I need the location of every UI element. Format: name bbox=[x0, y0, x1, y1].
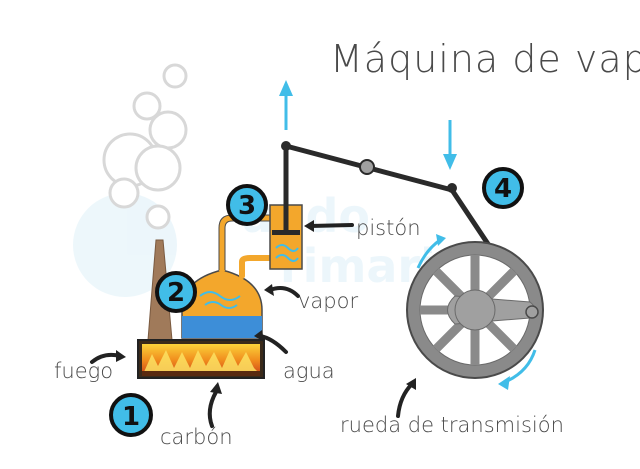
up-arrow-icon bbox=[279, 80, 293, 130]
svg-text:3: 3 bbox=[238, 191, 256, 221]
label-rueda: rueda de transmisión bbox=[340, 413, 564, 437]
pivot-joint-left bbox=[281, 141, 291, 151]
svg-text:4: 4 bbox=[494, 174, 512, 204]
label-piston: pistón bbox=[356, 216, 421, 240]
firebox bbox=[137, 339, 265, 379]
down-arrow-icon bbox=[443, 120, 457, 170]
diagram-title: Máquina de vapor bbox=[330, 37, 640, 81]
step-badge-2: 2 bbox=[155, 271, 197, 313]
step-badge-4: 4 bbox=[482, 167, 524, 209]
smoke-clouds bbox=[102, 63, 188, 230]
water-level bbox=[182, 316, 262, 338]
svg-text:1: 1 bbox=[122, 402, 140, 432]
label-agua: agua bbox=[283, 359, 335, 383]
label-vapor: vapor bbox=[298, 289, 358, 313]
drive-wheel bbox=[406, 241, 544, 379]
center-pivot bbox=[359, 159, 375, 175]
step-badge-1: 1 bbox=[109, 393, 153, 437]
pivot-joint-right bbox=[447, 183, 457, 193]
svg-text:2: 2 bbox=[167, 278, 185, 308]
step-badge-3: 3 bbox=[226, 184, 268, 226]
label-fuego: fuego bbox=[54, 359, 113, 383]
label-carbon: carbón bbox=[160, 425, 233, 449]
boiler bbox=[181, 269, 263, 339]
